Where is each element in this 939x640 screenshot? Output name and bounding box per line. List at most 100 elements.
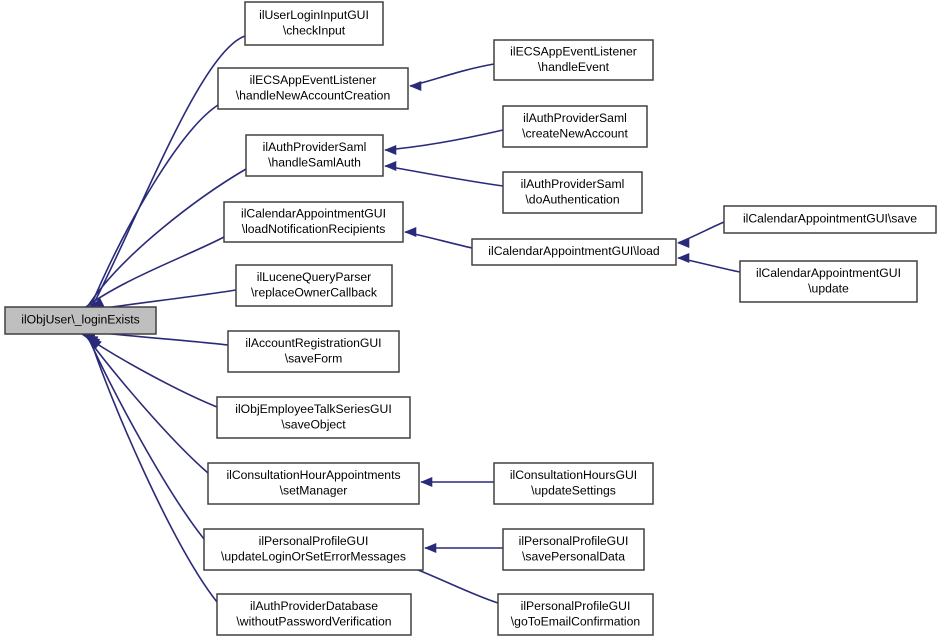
edge-line xyxy=(409,63,495,87)
call-edge xyxy=(89,337,218,603)
graph-node[interactable]: ilPersonalProfileGUI\goToEmailConfirmati… xyxy=(497,593,654,636)
node-box[interactable] xyxy=(471,238,677,266)
node-label: ilPersonalProfileGUI xyxy=(521,599,631,613)
edge-line xyxy=(87,336,205,540)
node-label: ilConsultationHoursGUI xyxy=(510,468,637,482)
edge-arrowhead xyxy=(384,160,397,172)
node-label: ilObjUser\_loginExists xyxy=(21,313,140,327)
graph-node[interactable]: ilCalendarAppointmentGUI \loadNotificatio… xyxy=(223,201,404,243)
nodes-layer: ilObjUser\_loginExists ilUserLoginInputGU… xyxy=(4,1,937,636)
node-label: ilCalendarAppointmentGUI\load xyxy=(488,244,659,258)
node-label: \checkInput xyxy=(283,23,346,37)
node-label: ilUserLoginInputGUI xyxy=(259,8,369,22)
node-label: ilObjEmployeeTalkSeriesGUI xyxy=(235,402,391,416)
node-box[interactable] xyxy=(502,528,645,571)
call-edge xyxy=(85,168,247,312)
call-edge xyxy=(384,160,504,187)
edge-arrowhead xyxy=(677,252,690,264)
call-edge xyxy=(677,221,725,249)
graph-node[interactable]: ilCalendarAppointmentGUI\update xyxy=(739,260,918,303)
edge-line xyxy=(89,337,218,603)
node-box[interactable] xyxy=(502,105,648,148)
call-edge xyxy=(420,476,494,488)
node-box[interactable] xyxy=(216,396,411,439)
node-label: \loadNotificationRecipients xyxy=(242,222,386,236)
node-box[interactable] xyxy=(4,306,157,335)
graph-node[interactable]: ilAuthProviderDatabase\withoutPasswordVe… xyxy=(216,593,412,636)
node-box[interactable] xyxy=(502,171,643,214)
graph-node[interactable]: ilECSAppEventListener\handleNewAccountCr… xyxy=(217,67,409,110)
node-label: ilLuceneQueryParser xyxy=(257,270,371,284)
node-label: \goToEmailConfirmation xyxy=(511,614,640,628)
node-label: ilConsultationHourAppointments xyxy=(226,468,400,482)
node-label: \withoutPasswordVerification xyxy=(236,614,391,628)
graph-node[interactable]: ilObjEmployeeTalkSeriesGUI\saveObject xyxy=(216,396,411,439)
edge-arrowhead xyxy=(384,144,397,156)
graph-node-root[interactable]: ilObjUser\_loginExists xyxy=(4,306,157,335)
graph-node[interactable]: ilAccountRegistrationGUI\saveForm xyxy=(227,330,400,373)
edge-line xyxy=(89,104,219,309)
node-box[interactable] xyxy=(203,528,424,571)
call-edge xyxy=(87,336,205,540)
node-label: ilECSAppEventListener xyxy=(250,73,377,87)
node-label: \createNewAccount xyxy=(522,126,628,140)
node-label: \saveObject xyxy=(281,417,346,431)
node-label: ilCalendarAppointmentGUI xyxy=(241,206,386,220)
graph-node[interactable]: ilPersonalProfileGUI\updateLoginOrSetErr… xyxy=(203,528,424,571)
edge-line xyxy=(91,35,246,308)
graph-node[interactable]: ilAuthProviderSaml\handleSamlAuth xyxy=(245,134,384,177)
edge-line xyxy=(384,165,504,187)
node-label: \handleSamlAuth xyxy=(268,155,361,169)
graph-node[interactable]: ilPersonalProfileGUI\savePersonalData xyxy=(502,528,645,571)
node-label: \handleNewAccountCreation xyxy=(236,88,390,102)
graph-node[interactable]: ilUserLoginInputGUI\checkInput xyxy=(244,1,384,46)
node-label: ilCalendarAppointmentGUI xyxy=(756,266,901,280)
node-label: \handleEvent xyxy=(538,60,610,74)
node-box[interactable] xyxy=(244,1,384,46)
call-edge xyxy=(409,63,495,92)
node-box[interactable] xyxy=(216,593,412,636)
node-label: ilCalendarAppointmentGUI\save xyxy=(743,212,917,226)
node-box[interactable] xyxy=(207,462,420,505)
graph-node[interactable]: ilConsultationHoursGUI\updateSettings xyxy=(493,462,654,505)
node-label: \savePersonalData xyxy=(522,549,625,563)
node-label: ilAuthProviderDatabase xyxy=(250,599,378,613)
node-box[interactable] xyxy=(235,264,393,307)
node-box[interactable] xyxy=(245,134,384,177)
graph-node[interactable]: ilCalendarAppointmentGUI\load xyxy=(471,238,677,266)
node-box[interactable] xyxy=(493,39,654,81)
node-label: \updateLoginOrSetErrorMessages xyxy=(221,549,406,563)
call-edge xyxy=(677,252,741,273)
edge-arrowhead xyxy=(89,337,102,350)
node-box[interactable] xyxy=(223,201,404,243)
graph-node[interactable]: ilECSAppEventListener \handleEvent xyxy=(493,39,654,81)
edge-arrowhead xyxy=(404,226,417,238)
node-box[interactable] xyxy=(723,205,937,234)
node-box[interactable] xyxy=(493,462,654,505)
node-box[interactable] xyxy=(739,260,918,303)
graph-node[interactable]: ilAuthProviderSaml\doAuthentication xyxy=(502,171,643,214)
graph-node[interactable]: ilAuthProviderSaml\createNewAccount xyxy=(502,105,648,148)
node-label: ilPersonalProfileGUI xyxy=(519,534,629,548)
node-label: ilAuthProviderSaml xyxy=(523,111,627,125)
call-edge xyxy=(81,332,218,408)
edge-arrowhead xyxy=(677,237,690,249)
graph-node[interactable]: ilLuceneQueryParser\replaceOwnerCallback xyxy=(235,264,393,307)
node-label: ilECSAppEventListener xyxy=(510,44,637,58)
edge-arrowhead xyxy=(409,80,422,92)
graph-node[interactable]: ilConsultationHourAppointments\setManage… xyxy=(207,462,420,505)
node-box[interactable] xyxy=(217,67,409,110)
edge-arrowhead xyxy=(420,476,433,488)
node-label: \doAuthentication xyxy=(525,192,619,206)
graph-node[interactable]: ilCalendarAppointmentGUI\save xyxy=(723,205,937,234)
node-box[interactable] xyxy=(497,593,654,636)
call-edge xyxy=(404,226,473,249)
node-label: \updateSettings xyxy=(531,483,616,497)
node-label: ilAuthProviderSaml xyxy=(263,140,367,154)
edge-line xyxy=(85,335,209,474)
node-label: ilAccountRegistrationGUI xyxy=(245,336,381,350)
edge-line xyxy=(85,168,247,310)
node-box[interactable] xyxy=(227,330,400,373)
